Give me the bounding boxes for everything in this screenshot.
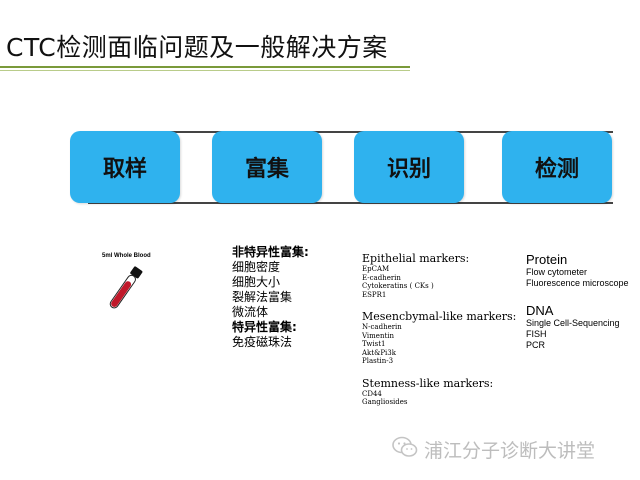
marker-group-epithelial: Epithelial markers: EpCAM E-cadherin Cyt… — [362, 252, 516, 299]
detection-item: PCR — [526, 340, 546, 350]
band-bottom-line — [88, 202, 613, 204]
detection-item: Flow cytometer — [526, 267, 588, 277]
detection-item: Fluorescence microscope — [526, 278, 629, 288]
step-identification: 识别 — [354, 131, 464, 203]
marker-item: Plastin-3 — [362, 357, 394, 365]
enrichment-item: 免疫磁珠法 — [232, 335, 293, 349]
marker-item: Gangliosides — [362, 398, 408, 406]
marker-item: Twist1 — [362, 340, 386, 348]
detection-methods: Protein Flow cytometer Fluorescence micr… — [526, 252, 629, 365]
marker-item: N-cadherin — [362, 323, 402, 331]
marker-heading: Stemness-like markers: — [362, 376, 494, 390]
marker-item: Akt&Pi3k — [362, 348, 396, 357]
marker-group-stemness: Stemness-like markers: CD44 Gangliosides — [362, 377, 516, 407]
wechat-icon — [392, 436, 418, 463]
title-underline — [0, 66, 410, 68]
enrichment-item: 微流体 — [232, 305, 269, 319]
marker-heading: Epithelial markers: — [362, 252, 470, 265]
identification-markers: Epithelial markers: EpCAM E-cadherin Cyt… — [362, 252, 516, 418]
enrichment-item: 细胞大小 — [232, 275, 281, 289]
enrichment-methods: 非特异性富集: 细胞密度 细胞大小 裂解法富集 微流体 特异性富集: 免疫磁珠法 — [232, 245, 309, 350]
blood-sample-label: 5ml Whole Blood — [102, 253, 151, 259]
detection-item: FISH — [526, 329, 547, 339]
detection-item: Single Cell-Sequencing — [526, 318, 620, 328]
marker-item: Cytokeratins ( CKs ) — [362, 282, 434, 290]
enrichment-item: 细胞密度 — [232, 260, 281, 274]
detection-group-protein: Protein Flow cytometer Fluorescence micr… — [526, 252, 629, 289]
detection-group-dna: DNA Single Cell-Sequencing FISH PCR — [526, 303, 629, 351]
detection-heading: Protein — [526, 252, 568, 267]
step-sampling: 取样 — [70, 131, 180, 203]
marker-item: E-cadherin — [362, 273, 401, 282]
blood-tube-icon — [104, 262, 144, 322]
step-enrichment: 富集 — [212, 131, 322, 203]
nonspecific-heading: 非特异性富集: — [232, 245, 309, 259]
marker-item: Vimentin — [362, 331, 395, 340]
band-top-line — [88, 131, 613, 133]
marker-item: EpCAM — [362, 265, 390, 273]
watermark: 浦江分子诊断大讲堂 — [392, 436, 595, 463]
title-underline-thin — [0, 70, 410, 71]
detection-heading: DNA — [526, 303, 554, 318]
marker-item: CD44 — [362, 389, 382, 398]
enrichment-item: 裂解法富集 — [232, 290, 293, 304]
watermark-text: 浦江分子诊断大讲堂 — [424, 440, 596, 462]
marker-group-mesenchymal: Mesencbymal-like markers: N-cadherin Vim… — [362, 310, 516, 366]
slide-title: CTC检测面临问题及一般解决方案 — [6, 33, 388, 62]
marker-heading: Mesencbymal-like markers: — [362, 310, 517, 323]
marker-item: ESPR1 — [362, 290, 387, 299]
specific-heading: 特异性富集: — [232, 320, 297, 334]
step-detection: 检测 — [502, 131, 612, 203]
